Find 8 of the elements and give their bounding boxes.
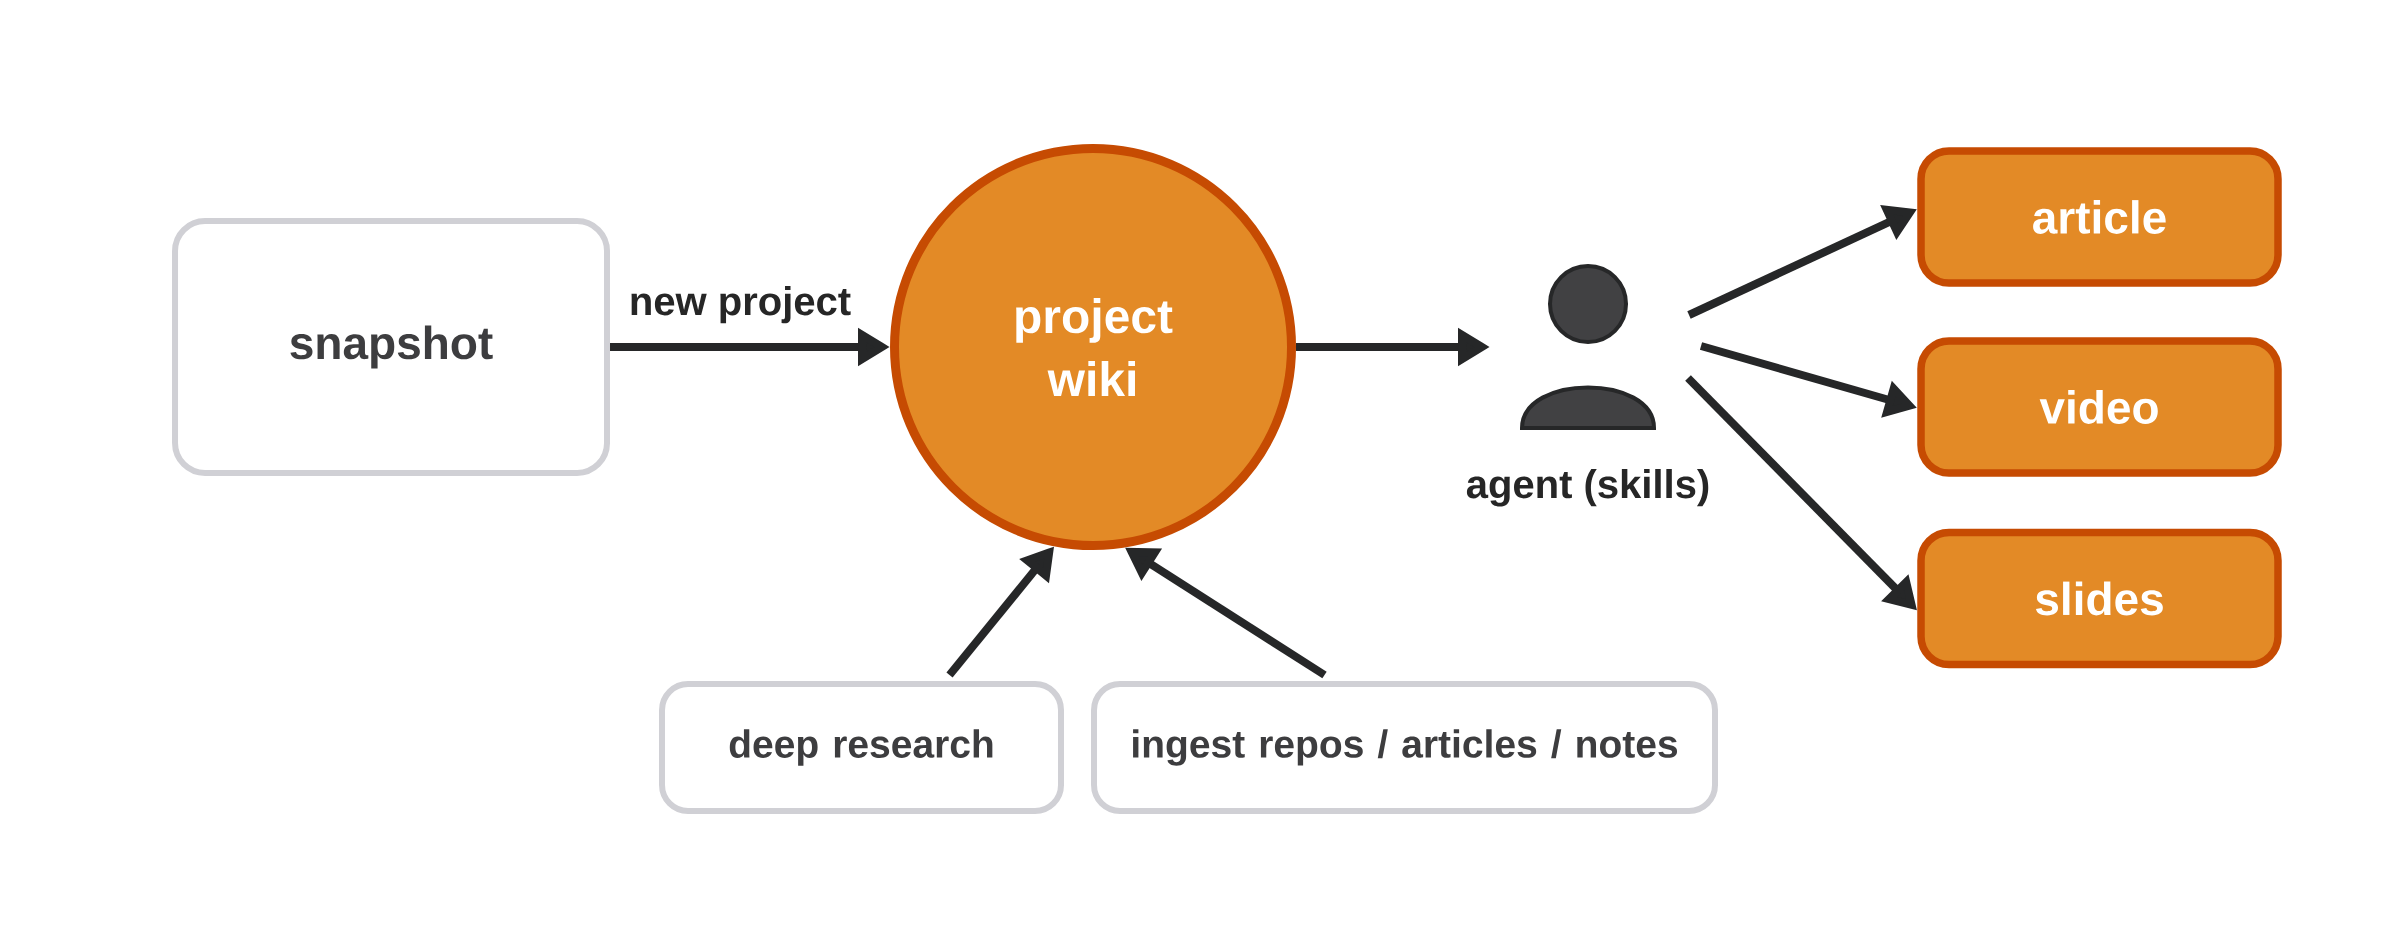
rounded-box: deep research: [659, 681, 1064, 814]
output-box: article: [1917, 147, 2282, 287]
rounded-box: snapshot: [172, 218, 610, 476]
rounded-box: ingest repos / articles / notes: [1091, 681, 1718, 814]
node-caption: agent (skills): [1466, 469, 1709, 507]
edge-label: new project: [626, 284, 854, 326]
output-box: video: [1917, 337, 2282, 477]
output-box: slides: [1917, 528, 2282, 669]
